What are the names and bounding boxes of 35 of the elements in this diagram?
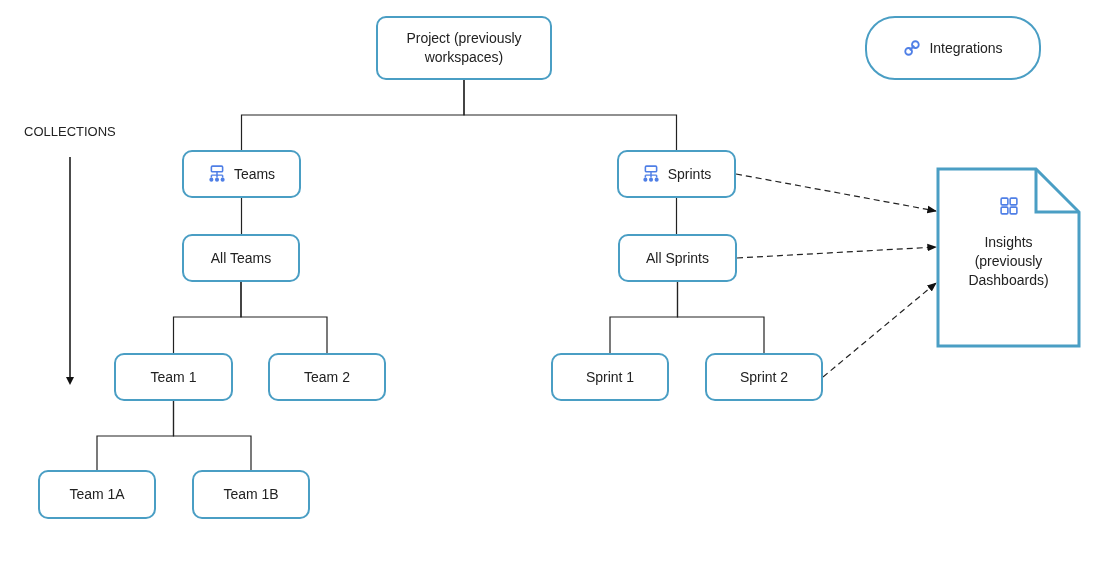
connector-line xyxy=(240,281,328,354)
node-label: Sprint 2 xyxy=(739,367,789,387)
node-label: Team 1B xyxy=(223,485,279,504)
node-label: Project (previously workspaces) xyxy=(405,29,523,67)
axis-label: COLLECTIONS xyxy=(24,124,116,139)
node-label: Team 1 xyxy=(150,367,197,387)
node-label: All Sprints xyxy=(646,248,709,268)
rounded-box xyxy=(268,353,386,401)
node-label: Integrations xyxy=(929,38,1003,58)
rounded-box xyxy=(182,234,300,282)
rounded-box xyxy=(376,16,552,80)
rounded-box xyxy=(38,470,156,519)
arrow xyxy=(822,282,937,378)
node-label: Insights (previously Dashboards) xyxy=(967,233,1050,290)
connector-line xyxy=(172,400,252,471)
arrow xyxy=(735,173,937,214)
connector-line xyxy=(463,79,678,151)
rounded-box xyxy=(705,353,823,401)
pill-box xyxy=(865,16,1041,80)
node-label: Team 2 xyxy=(304,367,350,387)
rounded-box xyxy=(551,353,669,401)
node-label: Team 1A xyxy=(69,485,125,504)
connector-line xyxy=(676,281,765,354)
node-label: Teams xyxy=(233,164,276,184)
connector-line xyxy=(240,197,243,235)
connector-line xyxy=(675,197,678,235)
rounded-box xyxy=(182,150,301,198)
rounded-box xyxy=(114,353,233,401)
rounded-box xyxy=(192,470,310,519)
node-label: Sprint 1 xyxy=(585,367,635,387)
arrow xyxy=(736,243,937,259)
rounded-box xyxy=(618,234,737,282)
node-label: All Teams xyxy=(210,248,272,268)
node-label: Sprints xyxy=(667,164,712,184)
rounded-box xyxy=(617,150,736,198)
